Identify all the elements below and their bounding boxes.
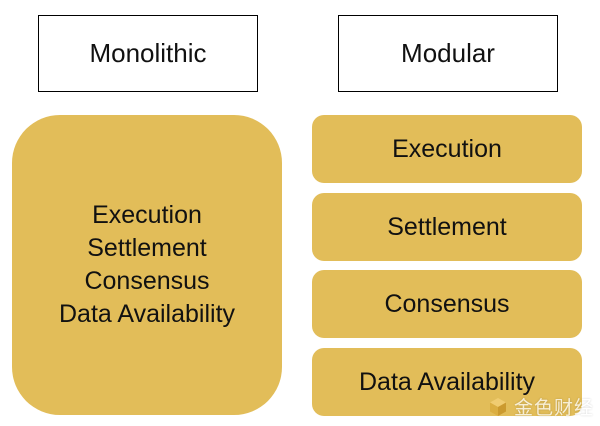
modular-layer-data-availability: Data Availability [312,348,582,416]
monolithic-stack-block: Execution Settlement Consensus Data Avai… [12,115,282,415]
monolithic-layer-execution: Execution [92,201,202,229]
watermark-text: 金色财经 [513,397,594,419]
monolithic-header-box: Monolithic [38,15,258,92]
modular-header-box: Modular [338,15,558,92]
modular-layer-settlement: Settlement [312,193,582,261]
gold-cube-logo-icon [489,397,506,416]
modular-layer-execution-label: Execution [392,134,502,163]
watermark: 金色财经 [488,393,594,420]
modular-layer-settlement-label: Settlement [387,212,507,241]
monolithic-layer-data-availability: Data Availability [58,300,236,328]
monolithic-layer-consensus: Consensus [84,267,210,295]
monolithic-layer-settlement: Settlement [87,234,207,262]
modular-layer-consensus-label: Consensus [384,289,510,318]
modular-layer-execution: Execution [312,115,582,183]
monolithic-title: Monolithic [89,38,207,68]
modular-title: Modular [401,38,495,68]
modular-layer-consensus: Consensus [312,270,582,338]
modular-layer-data-availability-label: Data Availability [358,367,536,396]
